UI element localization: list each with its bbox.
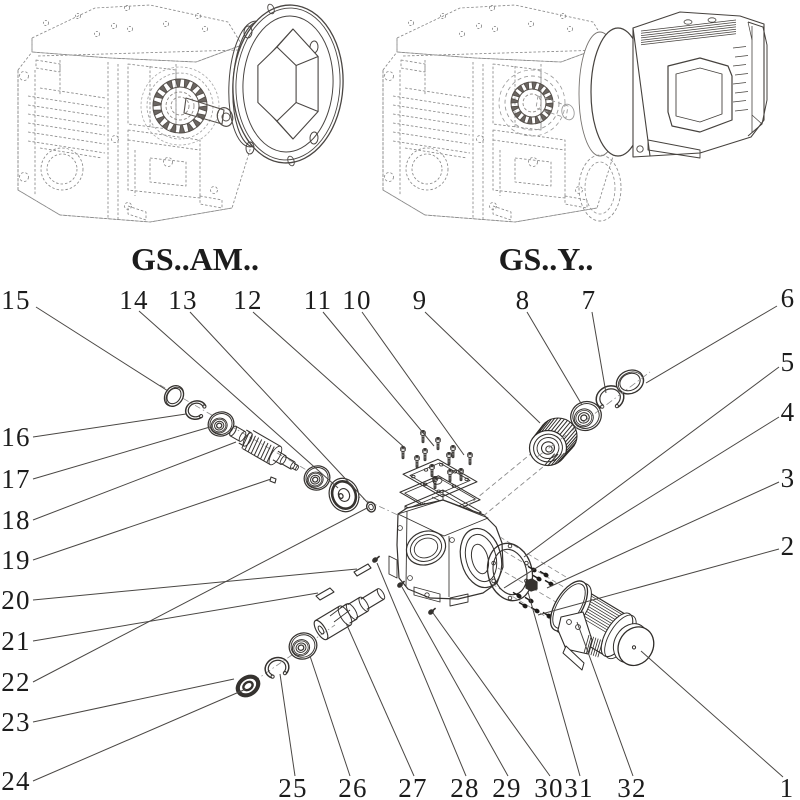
svg-text:16: 16 — [1, 422, 30, 452]
svg-text:20: 20 — [1, 585, 30, 615]
svg-text:15: 15 — [1, 285, 30, 315]
svg-text:2: 2 — [781, 531, 796, 561]
svg-text:25: 25 — [278, 773, 307, 800]
svg-text:21: 21 — [1, 626, 30, 656]
svg-text:26: 26 — [338, 773, 367, 800]
svg-text:31: 31 — [564, 773, 593, 800]
svg-text:23: 23 — [1, 707, 30, 737]
svg-text:29: 29 — [492, 773, 521, 800]
svg-text:10: 10 — [342, 285, 371, 315]
svg-text:30: 30 — [534, 773, 563, 800]
svg-text:13: 13 — [168, 285, 197, 315]
svg-text:32: 32 — [617, 773, 646, 800]
svg-text:11: 11 — [304, 285, 332, 315]
svg-text:GS..Y..: GS..Y.. — [499, 241, 594, 277]
svg-text:17: 17 — [1, 464, 30, 494]
svg-text:27: 27 — [398, 773, 427, 800]
svg-text:7: 7 — [582, 285, 597, 315]
svg-text:3: 3 — [781, 463, 796, 493]
svg-text:14: 14 — [119, 285, 148, 315]
svg-text:1: 1 — [780, 773, 795, 800]
svg-text:9: 9 — [413, 285, 428, 315]
svg-text:4: 4 — [781, 397, 796, 427]
svg-text:12: 12 — [233, 285, 262, 315]
svg-text:28: 28 — [450, 773, 479, 800]
svg-text:22: 22 — [1, 667, 30, 697]
svg-text:8: 8 — [516, 285, 531, 315]
svg-text:GS..AM..: GS..AM.. — [131, 241, 259, 277]
svg-text:6: 6 — [781, 283, 796, 313]
svg-text:19: 19 — [1, 545, 30, 575]
svg-text:5: 5 — [781, 347, 796, 377]
svg-text:24: 24 — [1, 766, 30, 796]
svg-text:18: 18 — [1, 505, 30, 535]
